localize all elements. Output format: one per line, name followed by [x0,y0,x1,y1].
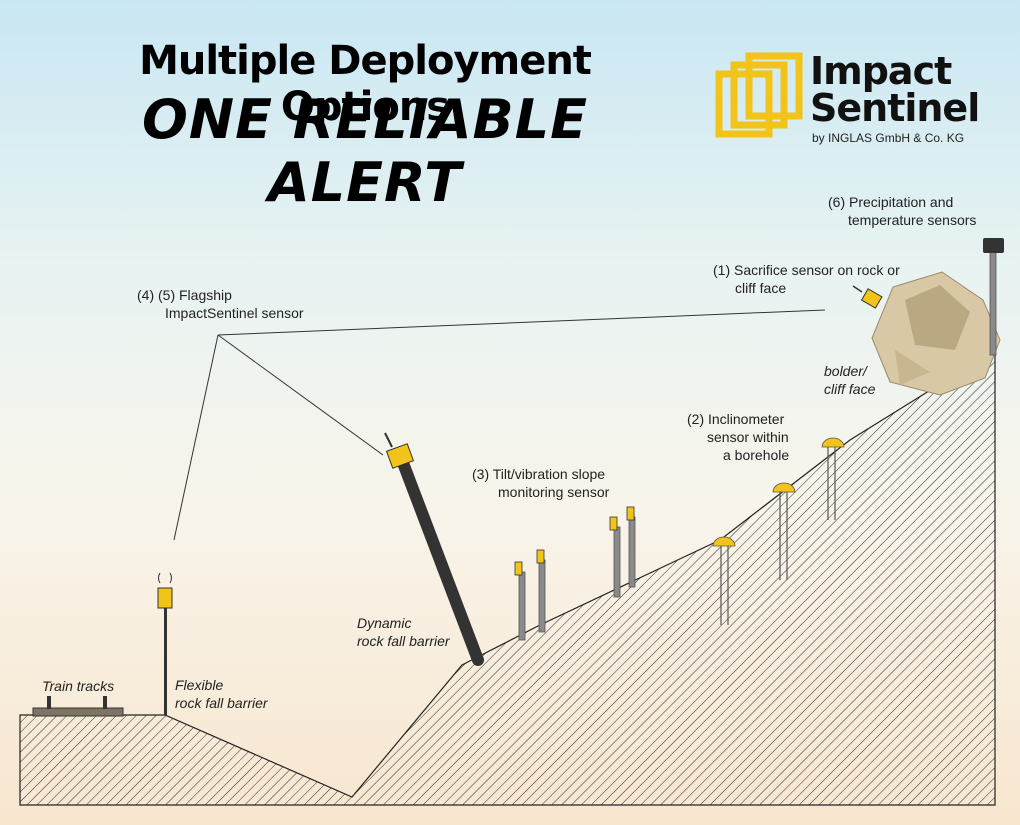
inclinometer-cap [772,482,796,493]
label-sacrifice: (1) Sacrifice sensor on rock or cliff fa… [713,262,900,296]
tilt-sensor-head [536,549,545,564]
inclinometer-cap [712,536,736,547]
precipitation-sensor [983,238,1004,356]
train-tracks [32,696,124,717]
label-boulder: bolder/ cliff face [824,363,876,397]
label-train-tracks: Train tracks [42,678,115,694]
dynamic-barrier-sensor [384,432,484,666]
label-tilt: (3) Tilt/vibration slope monitoring sens… [472,466,610,500]
ground-slope [19,348,996,806]
label-flexible: Flexible rock fall barrier [175,677,268,711]
inclinometer-boreholes [720,445,836,625]
brand-name-line-2: Sentinel [810,86,980,130]
inclinometer-cap [821,437,845,448]
brand-logo-icon [715,52,803,138]
label-inclinometer: (2) Inclinometer sensor within a borehol… [687,411,790,463]
tilt-sensor-head [609,516,618,531]
brand-name-line-1: Impact [810,49,952,93]
flexible-barrier-sensor [157,572,173,715]
title-line-1: Multiple Deployment Options [139,38,592,130]
label-precipitation: (6) Precipitation and temperature sensor… [828,194,977,228]
sacrifice-sensor [852,285,883,309]
brand-tagline: by INGLAS GmbH & Co. KG [812,131,965,145]
tilt-sensor-head [626,506,635,521]
tilt-sensor-head [514,561,523,576]
title-line-2: ONE RELIABLE ALERT [141,88,588,214]
boulder [871,271,1001,396]
flagship-pointer-lines [173,309,826,541]
label-dynamic: Dynamic rock fall barrier [357,615,450,649]
label-flagship: (4) (5) Flagship ImpactSentinel sensor [137,287,304,321]
